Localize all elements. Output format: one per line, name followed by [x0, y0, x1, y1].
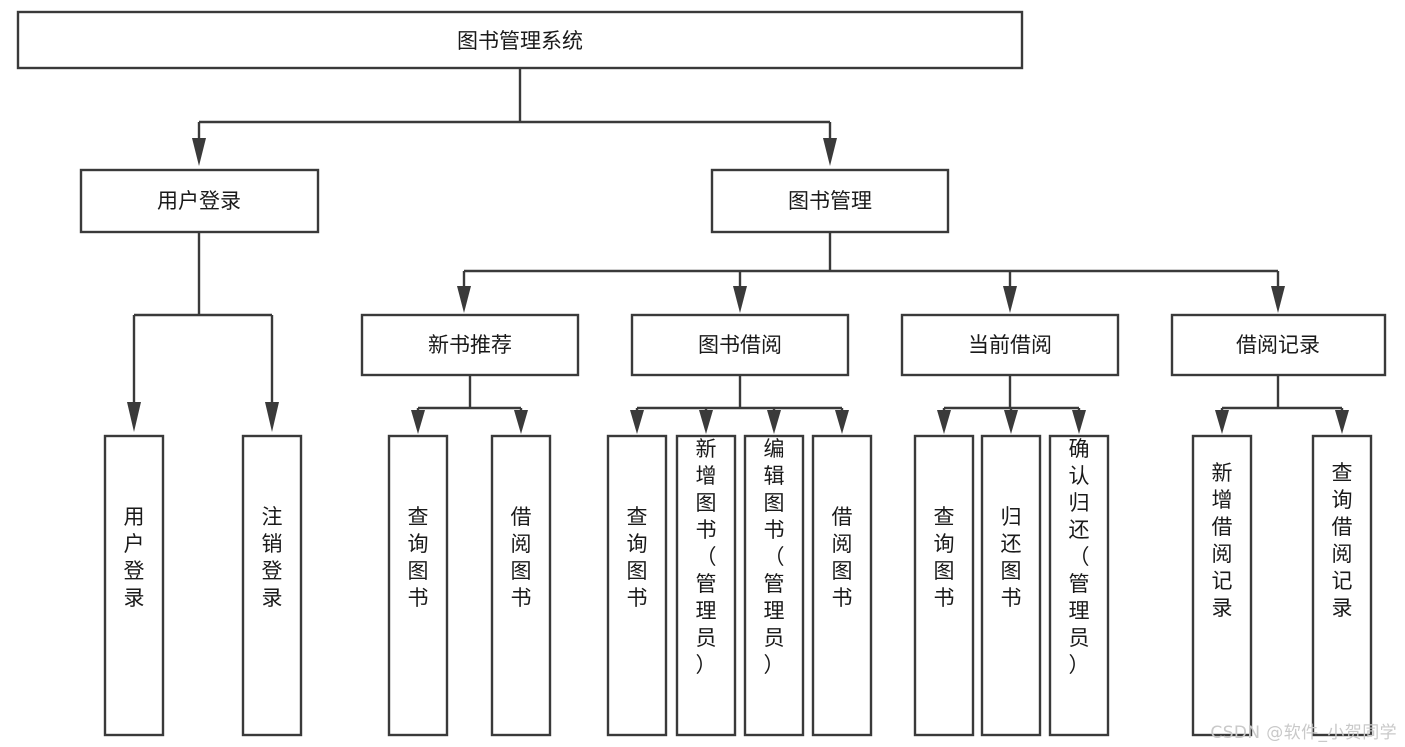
arrow-head-icon: [699, 410, 713, 434]
arrow-head-icon: [192, 138, 206, 166]
leaf-node-user-login-logout[interactable]: 注销登录: [241, 434, 303, 737]
node-borrow-record[interactable]: 借阅记录: [1170, 313, 1387, 377]
arrow-head-icon: [1335, 410, 1349, 434]
leaf-label-vertical: 查询图书: [408, 505, 429, 610]
connector-group-new-book: [411, 375, 528, 434]
leaf-node-currentborrow-return[interactable]: 归还图书: [980, 434, 1042, 737]
leaf-label-vertical: 新增图书（管理员）: [696, 437, 717, 677]
leaf-label-vertical: 查询图书: [934, 505, 955, 610]
leaf-label-vertical: 确认归还（管理员）: [1069, 437, 1090, 677]
arrow-head-icon: [1215, 410, 1229, 434]
arrow-head-icon: [514, 410, 528, 434]
node-user-login[interactable]: 用户登录: [79, 168, 320, 234]
leaf-box: [811, 434, 873, 737]
leaf-node-currentborrow-confirm[interactable]: 确认归还（管理员）: [1048, 434, 1110, 737]
connector-group-borrow-record: [1215, 375, 1349, 434]
node-book-management-label: 图书管理: [788, 189, 872, 213]
node-book-borrow-label: 图书借阅: [698, 333, 782, 357]
leaf-box: [913, 434, 975, 737]
node-new-book-recommend-box: [360, 313, 580, 377]
leaf-node-newbook-borrow[interactable]: 借阅图书: [490, 434, 552, 737]
node-root-system[interactable]: 图书管理系统: [16, 10, 1024, 70]
arrow-head-icon: [1003, 286, 1017, 313]
arrow-head-icon: [1072, 410, 1086, 434]
leaf-box: [387, 434, 449, 737]
arrow-head-icon: [823, 138, 837, 166]
leaf-label-vertical: 借阅图书: [832, 505, 853, 610]
leaf-label-vertical: 用户登录: [124, 505, 145, 610]
leaf-node-bookborrow-edit[interactable]: 编辑图书（管理员）: [743, 434, 805, 737]
leaf-box: [743, 434, 805, 737]
leaf-label-vertical: 查询图书: [627, 505, 648, 610]
connector-group-book-management: [457, 232, 1285, 313]
node-book-management[interactable]: 图书管理: [710, 168, 950, 234]
node-borrow-record-box: [1170, 313, 1387, 377]
leaf-box: [103, 434, 165, 737]
leaf-node-bookborrow-borrow[interactable]: 借阅图书: [811, 434, 873, 737]
arrow-head-icon: [265, 402, 279, 432]
node-user-login-box: [79, 168, 320, 234]
arrow-head-icon: [1271, 286, 1285, 313]
node-new-book-recommend[interactable]: 新书推荐: [360, 313, 580, 377]
leaf-node-bookborrow-query[interactable]: 查询图书: [606, 434, 668, 737]
leaf-node-bookborrow-add[interactable]: 新增图书（管理员）: [675, 434, 737, 737]
leaf-label-vertical: 注销登录: [262, 505, 283, 610]
leaf-box: [1191, 434, 1253, 737]
leaf-label-vertical: 编辑图书（管理员）: [764, 437, 785, 677]
node-new-book-recommend-label: 新书推荐: [428, 333, 512, 357]
leaf-box: [241, 434, 303, 737]
node-current-borrow-label: 当前借阅: [968, 333, 1052, 357]
node-user-login-label: 用户登录: [157, 189, 241, 213]
node-borrow-record-label: 借阅记录: [1236, 333, 1320, 357]
leaf-box: [675, 434, 737, 737]
arrow-head-icon: [835, 410, 849, 434]
connector-group-root: [192, 68, 837, 166]
leaf-node-borrowrecord-add[interactable]: 新增借阅记录: [1191, 434, 1253, 737]
arrow-head-icon: [457, 286, 471, 313]
leaf-box: [1311, 434, 1373, 737]
arrow-head-icon: [411, 410, 425, 434]
leaf-box: [606, 434, 668, 737]
leaf-label-vertical: 借阅图书: [511, 505, 532, 610]
node-book-management-box: [710, 168, 950, 234]
arrow-head-icon: [767, 410, 781, 434]
connector-group-current-borrow: [937, 375, 1086, 434]
arrow-head-icon: [630, 410, 644, 434]
node-current-borrow[interactable]: 当前借阅: [900, 313, 1120, 377]
connector-group-book-borrow: [630, 375, 849, 434]
csdn-watermark: CSDN @软件_小贺同学: [1210, 723, 1397, 743]
arrow-head-icon: [937, 410, 951, 434]
leaf-box: [980, 434, 1042, 737]
node-book-borrow-box: [630, 313, 850, 377]
leaf-node-user-login-login[interactable]: 用户登录: [103, 434, 165, 737]
node-current-borrow-box: [900, 313, 1120, 377]
node-root-label: 图书管理系统: [457, 29, 583, 53]
leaf-node-currentborrow-query[interactable]: 查询图书: [913, 434, 975, 737]
arrow-head-icon: [127, 402, 141, 432]
leaf-box: [490, 434, 552, 737]
arrow-head-icon: [1004, 410, 1018, 434]
leaf-box: [1048, 434, 1110, 737]
leaf-node-borrowrecord-query[interactable]: 查询借阅记录: [1311, 434, 1373, 737]
node-book-borrow[interactable]: 图书借阅: [630, 313, 850, 377]
leaf-label-vertical: 归还图书: [1001, 505, 1022, 610]
arrow-head-icon: [733, 286, 747, 313]
leaf-label-vertical: 新增借阅记录: [1212, 461, 1233, 620]
leaf-node-newbook-query[interactable]: 查询图书: [387, 434, 449, 737]
leaf-label-vertical: 查询借阅记录: [1332, 461, 1353, 620]
node-root-box: [16, 10, 1024, 70]
connector-group-user-login: [127, 232, 279, 432]
